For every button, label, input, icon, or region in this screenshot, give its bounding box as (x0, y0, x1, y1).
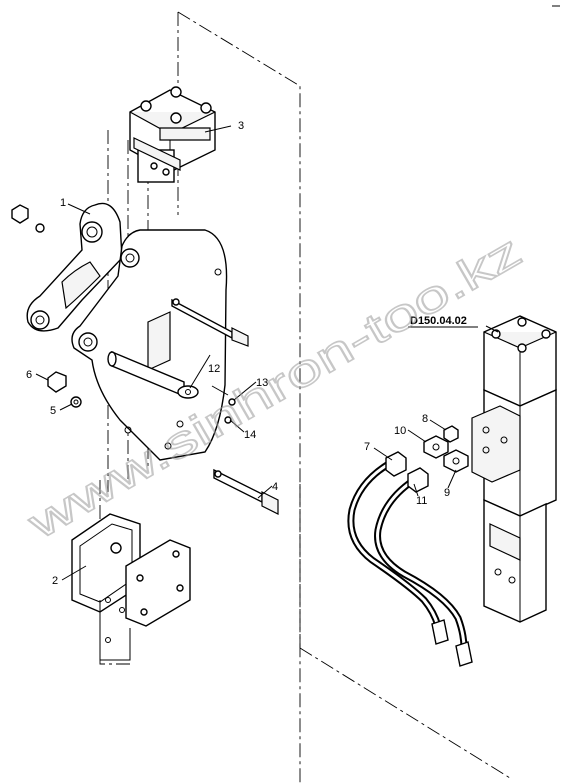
callout-10: 10 (394, 425, 406, 437)
drawing-code: D150.04.02 (410, 315, 467, 327)
part-6-nut (47, 371, 67, 393)
part-9-fitting (443, 449, 469, 473)
callout-8: 8 (422, 413, 428, 425)
part-1-bracket-plate-rear (71, 229, 228, 461)
callout-5: 5 (50, 405, 56, 417)
valve-block-assembly (471, 315, 557, 623)
callout-11: 11 (416, 495, 427, 507)
callout-12: 12 (208, 363, 220, 375)
part-12-pin (107, 350, 199, 399)
top-left-nut-washer (11, 204, 45, 233)
part-11-hose (374, 467, 473, 667)
callout-9: 9 (444, 487, 450, 499)
part-3-top-bracket (129, 86, 216, 183)
part-13-14-washers (211, 385, 236, 424)
part-4-bolt (213, 468, 279, 515)
part-7-hose (347, 451, 449, 645)
part-8-plug (443, 425, 459, 443)
part-1-bracket-plate-front (26, 202, 123, 332)
part-10-fitting (423, 435, 449, 459)
leader-lines (35, 125, 499, 581)
callout-1: 1 (60, 197, 66, 209)
callout-2: 2 (52, 575, 58, 587)
callout-13: 13 (256, 377, 268, 389)
callout-7: 7 (364, 441, 370, 453)
upper-bolt (171, 298, 249, 347)
callout-4: 4 (272, 481, 278, 493)
callout-3: 3 (238, 120, 244, 132)
mounting-plate-right-outline (299, 480, 511, 779)
callout-6: 6 (26, 369, 32, 381)
part-2-lower-bracket (71, 513, 191, 661)
part-5-washer (70, 396, 82, 408)
callout-14: 14 (244, 429, 256, 441)
